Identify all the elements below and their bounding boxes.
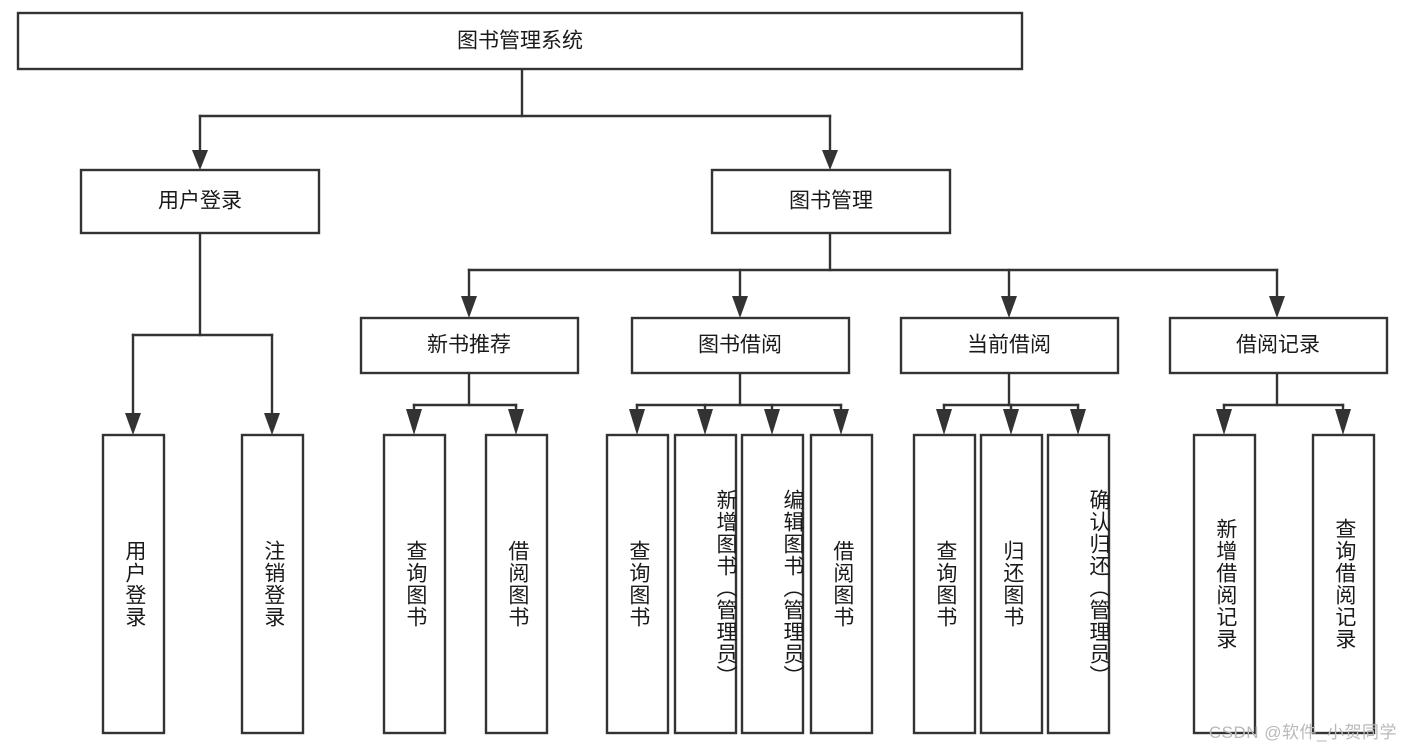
node-current-borrow-label: 当前借阅 [967, 334, 1051, 357]
node-book-borrow-label: 图书借阅 [698, 334, 782, 357]
leaf-box-current-borrow-1[interactable] [912, 433, 977, 735]
arrow-root-to-user-login [192, 150, 208, 170]
arrow-book-borrow-leaf-1 [629, 409, 645, 435]
connector-group-book-mgmt [461, 231, 1285, 318]
leaf-box-user-login-1[interactable] [101, 433, 166, 735]
connector-group-book-borrow [629, 371, 849, 435]
arrow-user-login-leaf-1 [125, 413, 141, 435]
csdn-watermark: CSDN @软件_小贺同学 [1208, 723, 1397, 742]
node-book-management-box[interactable] [710, 168, 952, 235]
node-root-system[interactable]: 图书管理系统 [16, 11, 1024, 71]
node-book-borrow[interactable]: 图书借阅 [630, 316, 851, 375]
arrow-new-book-leaf-2 [508, 409, 524, 435]
leaf-box-borrow-record-1[interactable] [1192, 433, 1257, 735]
node-book-management[interactable]: 图书管理 [710, 168, 952, 235]
connector-group-root [192, 67, 838, 170]
node-root-system-box[interactable] [16, 11, 1024, 71]
node-root-system-label: 图书管理系统 [457, 30, 583, 53]
connector-group-user-login [125, 231, 280, 435]
arrow-book-borrow-leaf-2 [697, 409, 713, 435]
node-user-login-box[interactable] [79, 168, 321, 235]
node-user-login[interactable]: 用户登录 [79, 168, 321, 235]
node-borrow-record-label: 借阅记录 [1236, 334, 1320, 357]
leaf-box-new-book-1[interactable] [382, 433, 447, 735]
arrow-borrow-record-leaf-1 [1216, 409, 1232, 435]
leaf-box-book-borrow-2[interactable] [673, 433, 738, 735]
arrow-current-borrow-leaf-1 [936, 409, 952, 435]
arrow-current-borrow-leaf-2 [1003, 409, 1019, 435]
node-new-book-recommend-box[interactable] [359, 316, 580, 375]
arrow-book-mgmt-child-2 [732, 296, 748, 318]
connector-group-current-borrow [936, 371, 1086, 435]
arrow-borrow-record-leaf-2 [1335, 409, 1351, 435]
node-borrow-record-box[interactable] [1168, 316, 1389, 375]
node-book-borrow-box[interactable] [630, 316, 851, 375]
leaf-box-current-borrow-3[interactable] [1046, 433, 1111, 735]
arrow-book-mgmt-child-4 [1269, 296, 1285, 318]
node-new-book-recommend-label: 新书推荐 [427, 334, 511, 357]
leaf-box-book-borrow-4[interactable] [809, 433, 874, 735]
arrow-book-mgmt-child-1 [461, 296, 477, 318]
connector-group-new-book [406, 371, 524, 435]
leaf-box-borrow-record-2[interactable] [1311, 433, 1376, 735]
node-book-management-label: 图书管理 [789, 190, 873, 213]
arrow-new-book-leaf-1 [406, 409, 422, 435]
arrow-book-mgmt-child-3 [1001, 296, 1017, 318]
leaf-box-book-borrow-3[interactable] [740, 433, 805, 735]
leaf-box-new-book-2[interactable] [484, 433, 549, 735]
node-borrow-record[interactable]: 借阅记录 [1168, 316, 1389, 375]
connector-group-borrow-record [1216, 371, 1351, 435]
node-current-borrow-box[interactable] [899, 316, 1120, 375]
arrow-user-login-leaf-2 [264, 413, 280, 435]
node-user-login-label: 用户登录 [158, 190, 242, 213]
leaf-box-book-borrow-1[interactable] [605, 433, 670, 735]
arrow-current-borrow-leaf-3 [1070, 409, 1086, 435]
node-new-book-recommend[interactable]: 新书推荐 [359, 316, 580, 375]
node-current-borrow[interactable]: 当前借阅 [899, 316, 1120, 375]
arrow-book-borrow-leaf-4 [833, 409, 849, 435]
leaf-box-current-borrow-2[interactable] [979, 433, 1044, 735]
arrow-root-to-book-mgmt [822, 150, 838, 170]
leaf-box-user-login-2[interactable] [240, 433, 305, 735]
arrow-book-borrow-leaf-3 [764, 409, 780, 435]
